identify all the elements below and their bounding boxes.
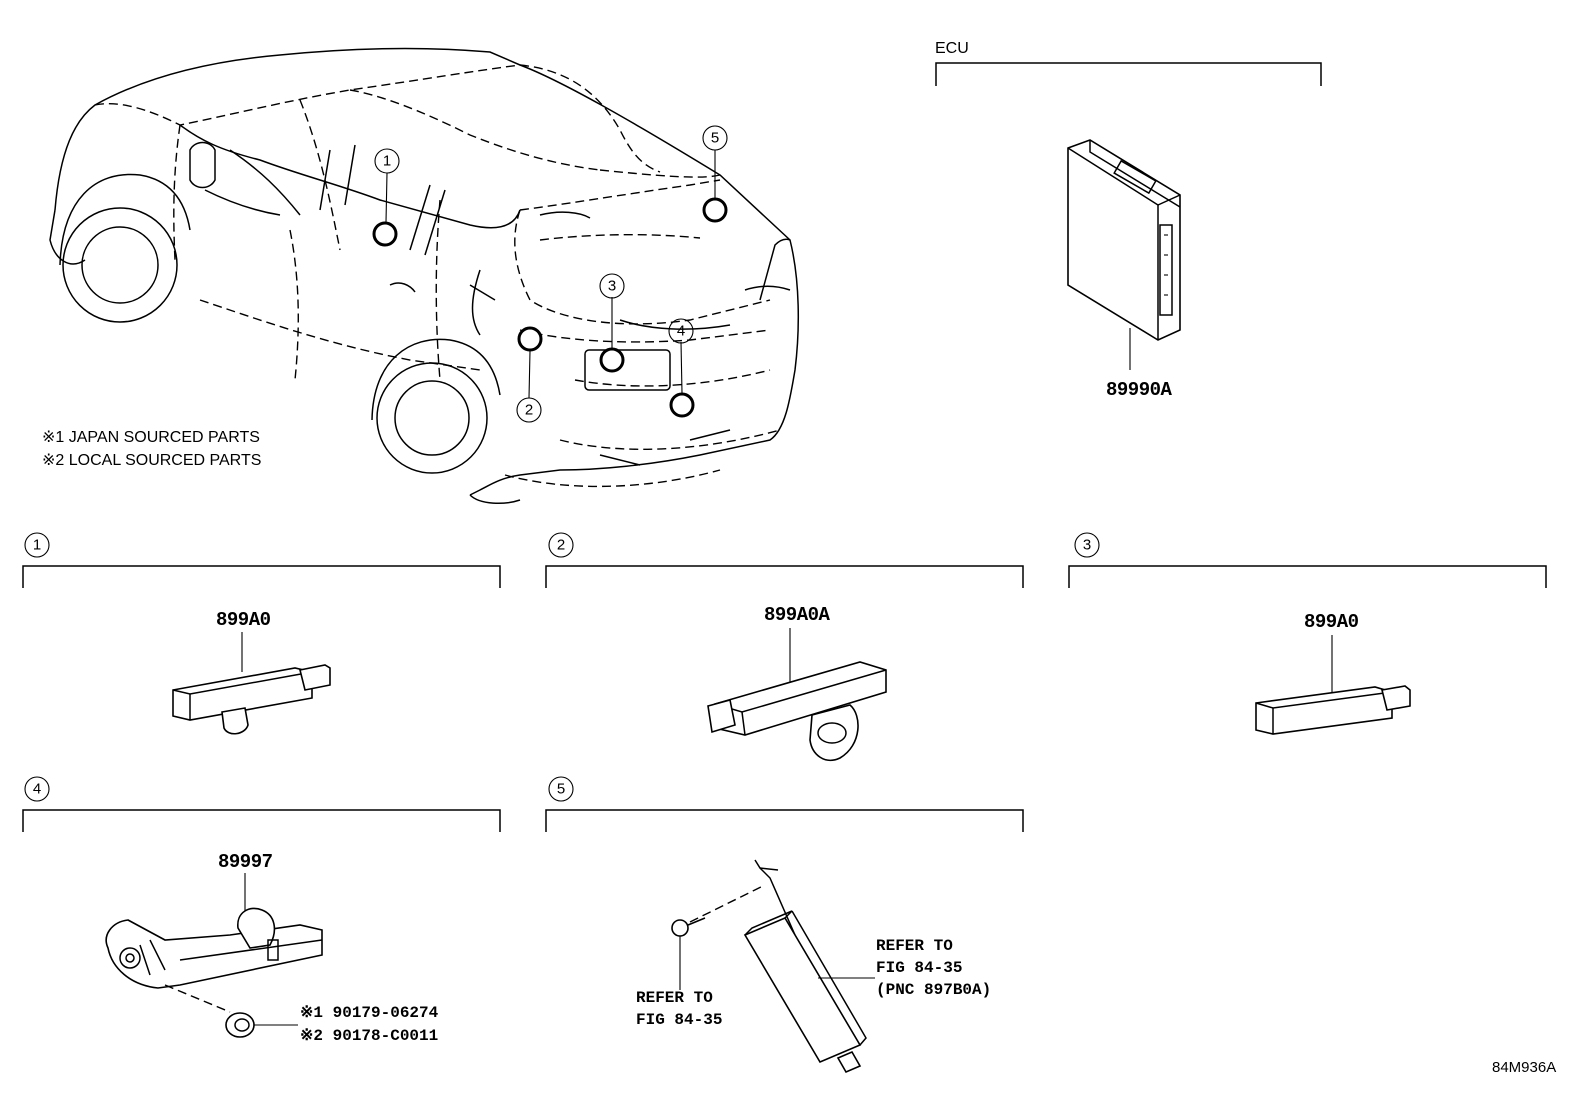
svg-text:3: 3 [608,278,616,295]
section-1-number: 1 [24,532,50,558]
bracket-icon [105,907,323,989]
section-3-number: 3 [1074,532,1100,558]
callout-1: 1 [374,148,400,174]
sensor-module-icon [707,661,887,762]
section-5-number: 5 [548,776,574,802]
section-5: 5 REFER TO FIG 84-35 REFER TO FIG 84-35 … [545,776,1024,1074]
section-1: 1 899A0 [22,532,501,735]
section-3: 3 899A0 [1068,532,1547,735]
clip-icon [225,1012,255,1038]
vehicle-callouts: 1 5 3 4 2 [374,125,728,423]
figure-code: 84M936A [1492,1059,1556,1076]
section-4: 4 89997 ※1 90179-06274 ※2 90178-C0011 [22,776,501,1045]
ecu-part-number: 89990A [1106,379,1173,401]
ecu-title: ECU [935,40,969,57]
alt-part-local: ※2 90178-C0011 [300,1027,438,1045]
callout-5: 5 [702,125,728,151]
antenna-unit-icon [743,859,867,1074]
callout-3: 3 [599,273,625,299]
note-local-sourced: ※2 LOCAL SOURCED PARTS [42,452,261,469]
svg-text:2: 2 [557,537,565,554]
section-2-number: 2 [548,532,574,558]
refer-left-line1: REFER TO [636,989,713,1007]
section-4-number: 4 [24,776,50,802]
svg-text:1: 1 [383,153,391,170]
vehicle-illustration [49,47,800,505]
svg-text:4: 4 [33,781,41,798]
section-4-part-number: 89997 [218,851,273,873]
sensor-markers [372,150,728,418]
bolt-icon [671,917,706,937]
svg-text:3: 3 [1083,537,1091,554]
svg-text:1: 1 [33,537,41,554]
section-1-part-number: 899A0 [216,609,271,631]
callout-4: 4 [668,318,694,344]
ecu-module-icon [1067,139,1181,370]
svg-text:5: 5 [711,130,719,147]
note-japan-sourced: ※1 JAPAN SOURCED PARTS [42,429,260,446]
section-3-part-number: 899A0 [1304,611,1359,633]
refer-right-line2: FIG 84-35 [876,959,962,977]
svg-text:4: 4 [677,323,685,340]
refer-left-line2: FIG 84-35 [636,1011,722,1029]
ecu-section: ECU 89990A [935,40,1322,401]
alt-part-japan: ※1 90179-06274 [300,1004,439,1022]
section-2-part-number: 899A0A [764,604,831,626]
sensor-module-icon [1255,685,1411,735]
section-2: 2 899A0A [545,532,1024,762]
refer-right-line1: REFER TO [876,937,953,955]
callout-2: 2 [516,397,542,423]
svg-text:2: 2 [525,402,533,419]
sensor-module-icon [172,664,331,735]
svg-text:5: 5 [557,781,565,798]
refer-right-line3: (PNC 897B0A) [876,981,991,999]
